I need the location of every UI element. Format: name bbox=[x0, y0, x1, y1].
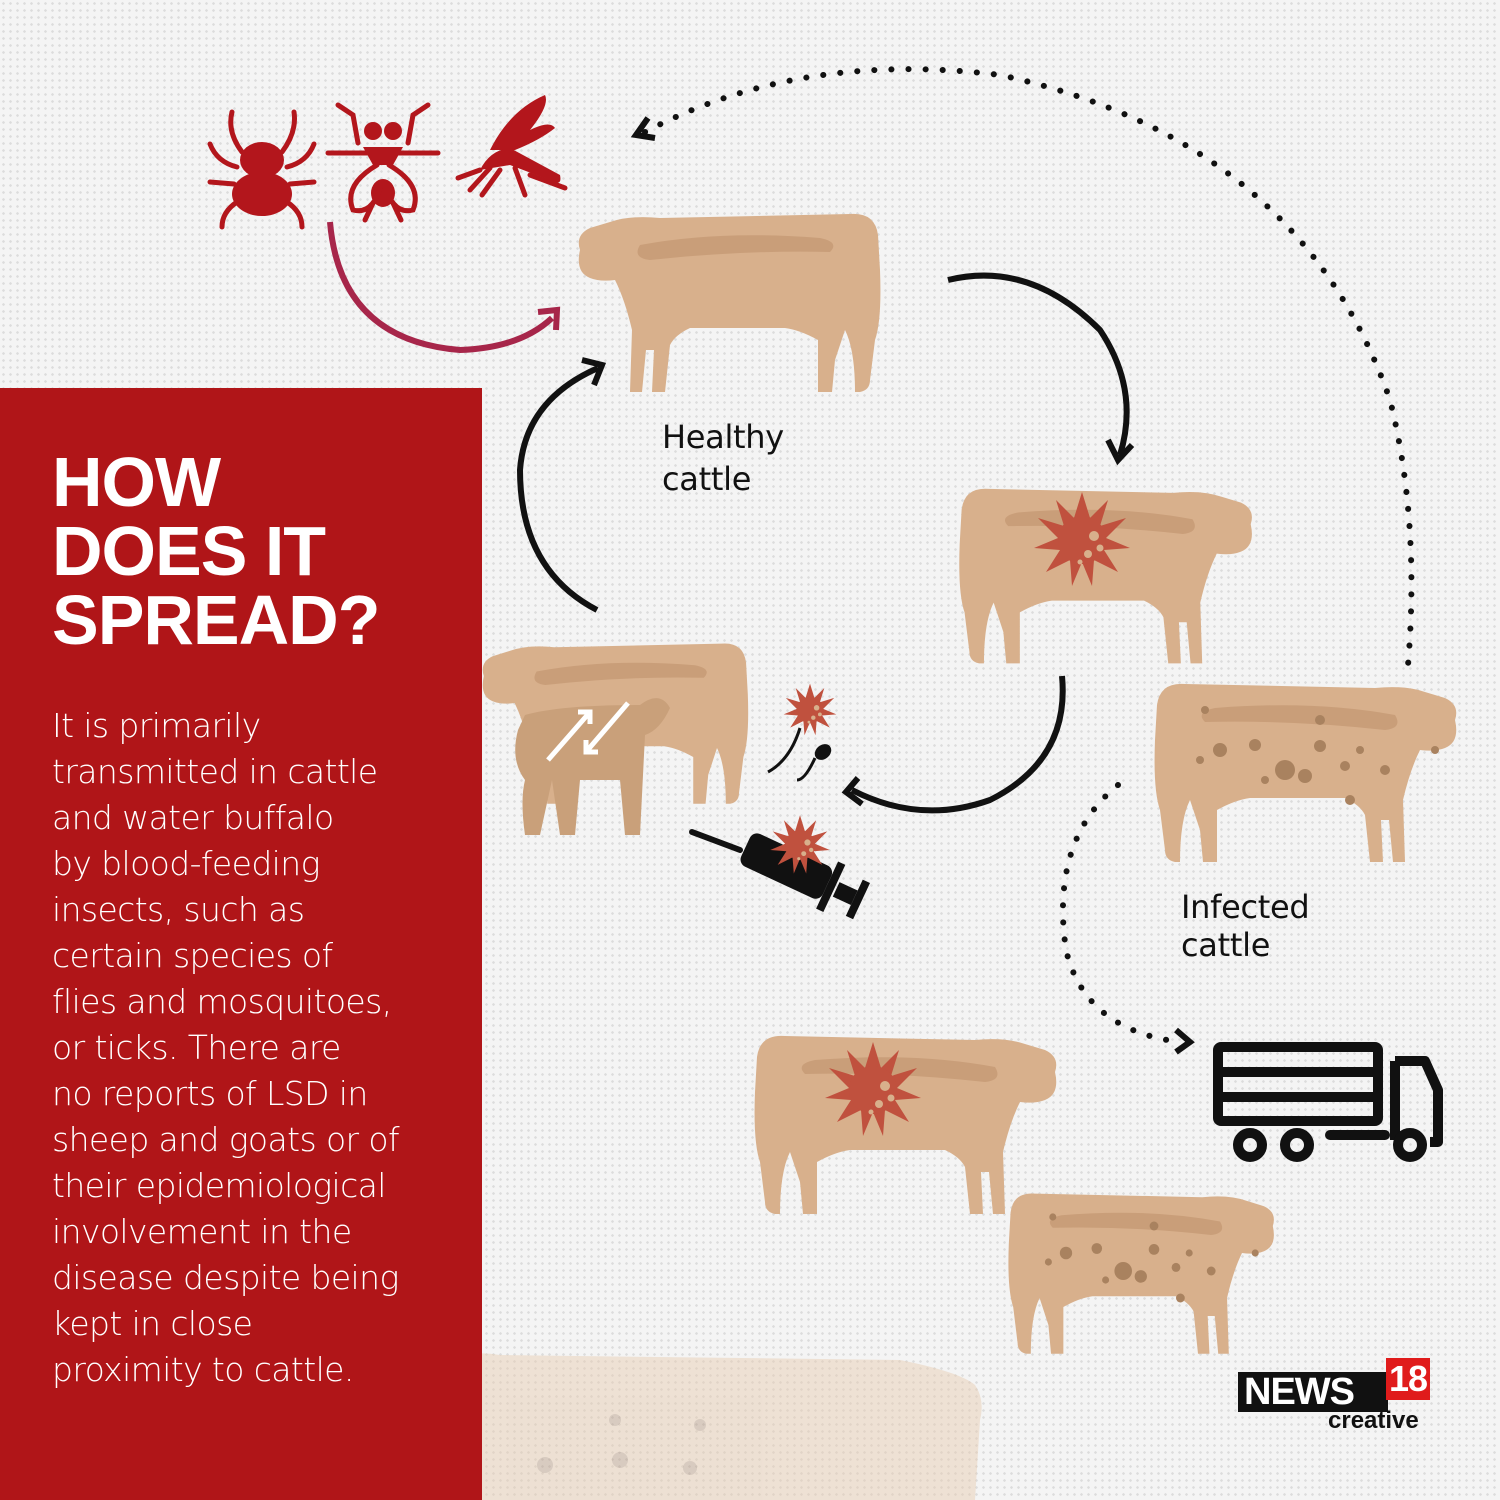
news18-creative-logo: NEWS 18 creative bbox=[1238, 1358, 1433, 1438]
truck-icon bbox=[1213, 1042, 1443, 1162]
logo-news: NEWS bbox=[1238, 1372, 1388, 1412]
body-line: by blood-feeding bbox=[52, 844, 320, 883]
faded-cow-background bbox=[440, 1353, 982, 1500]
headline-line-3: SPREAD? bbox=[52, 581, 380, 659]
body-line: kept in close bbox=[52, 1304, 253, 1343]
arrow-healthy-to-infected bbox=[947, 272, 1130, 456]
arrow-transmission-to-healthy bbox=[516, 365, 600, 613]
body-line: insects, such as bbox=[52, 890, 305, 929]
headline: HOW DOES IT SPREAD? bbox=[52, 443, 472, 659]
body-line: sheep and goats or of bbox=[52, 1120, 400, 1159]
fly-icon bbox=[325, 102, 441, 223]
headline-line-2: DOES IT bbox=[52, 512, 326, 590]
headline-line-1: HOW bbox=[52, 443, 221, 521]
insects-to-cow-arrow bbox=[327, 221, 555, 354]
infected-cow-lesions-icon bbox=[1155, 684, 1457, 862]
cow-calf-icon bbox=[482, 643, 749, 835]
infected-cow-virus-icon-2 bbox=[755, 1036, 1057, 1214]
healthy-cattle-label: Healthy cattle bbox=[662, 416, 784, 500]
body-line: no reports of LSD in bbox=[52, 1074, 368, 1113]
mosquito-icon bbox=[455, 95, 568, 198]
body-line: disease despite being bbox=[52, 1258, 399, 1297]
body-line: and water buffalo bbox=[52, 798, 334, 837]
infected-label-line-2: cattle bbox=[1181, 926, 1271, 964]
infected-label-line-1: Infected bbox=[1181, 888, 1310, 926]
healthy-label-line-2: cattle bbox=[662, 460, 752, 498]
body-line: their epidemiological bbox=[52, 1166, 386, 1205]
body-line: proximity to cattle. bbox=[52, 1350, 354, 1389]
logo-creative: creative bbox=[1328, 1407, 1419, 1434]
body-line: certain species of bbox=[52, 936, 333, 975]
healthy-cow-icon bbox=[578, 213, 881, 392]
info-panel bbox=[0, 388, 482, 1500]
body-line: flies and mosquitoes, bbox=[52, 982, 392, 1021]
tick-icon bbox=[207, 109, 317, 230]
virus-syringe-icon bbox=[689, 815, 870, 920]
infected-cow-lesions-icon-2 bbox=[1008, 1193, 1273, 1353]
dotted-arc-truck bbox=[1060, 782, 1183, 1045]
infected-cow-virus-icon bbox=[959, 489, 1252, 664]
dotted-arc-head bbox=[630, 116, 656, 141]
logo-18: 18 bbox=[1386, 1358, 1430, 1400]
body-line: It is primarily bbox=[52, 706, 261, 745]
body-paragraph: It is primarily transmitted in cattle an… bbox=[52, 703, 472, 1393]
arrow-infected-to-transmission bbox=[850, 675, 1066, 814]
body-line: transmitted in cattle bbox=[52, 752, 378, 791]
body-line: or ticks. There are bbox=[52, 1028, 341, 1067]
body-line: involvement in the bbox=[52, 1212, 352, 1251]
infected-cattle-label: Infected cattle bbox=[1181, 888, 1310, 964]
healthy-label-line-1: Healthy bbox=[662, 418, 784, 456]
virus-sperm-icon bbox=[767, 683, 837, 782]
